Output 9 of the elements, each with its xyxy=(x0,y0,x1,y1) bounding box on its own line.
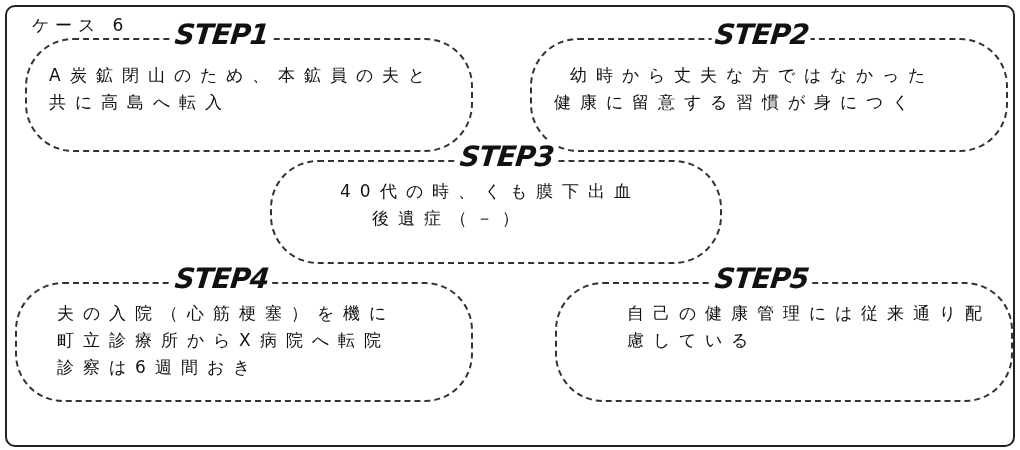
step-description: 自己の健康管理には従来通り配慮している xyxy=(627,302,992,352)
step-description: A炭鉱閉山のため、本鉱員の夫と共に高島へ転入 xyxy=(49,64,435,114)
step-description: 診察は6週間おき xyxy=(57,356,260,379)
case-title: ケース 6 xyxy=(32,14,130,37)
step-description: 幼時から丈夫な方ではなかった xyxy=(570,64,935,87)
step-description: 後遺症（－） xyxy=(372,207,529,230)
step-description: 夫の入院（心筋梗塞）を機に町立診療所からX病院へ転院 xyxy=(57,302,396,352)
step-description: 40代の時、くも膜下出血 xyxy=(340,180,641,203)
step-description: 健康に留意する習慣が身につく xyxy=(554,91,919,114)
